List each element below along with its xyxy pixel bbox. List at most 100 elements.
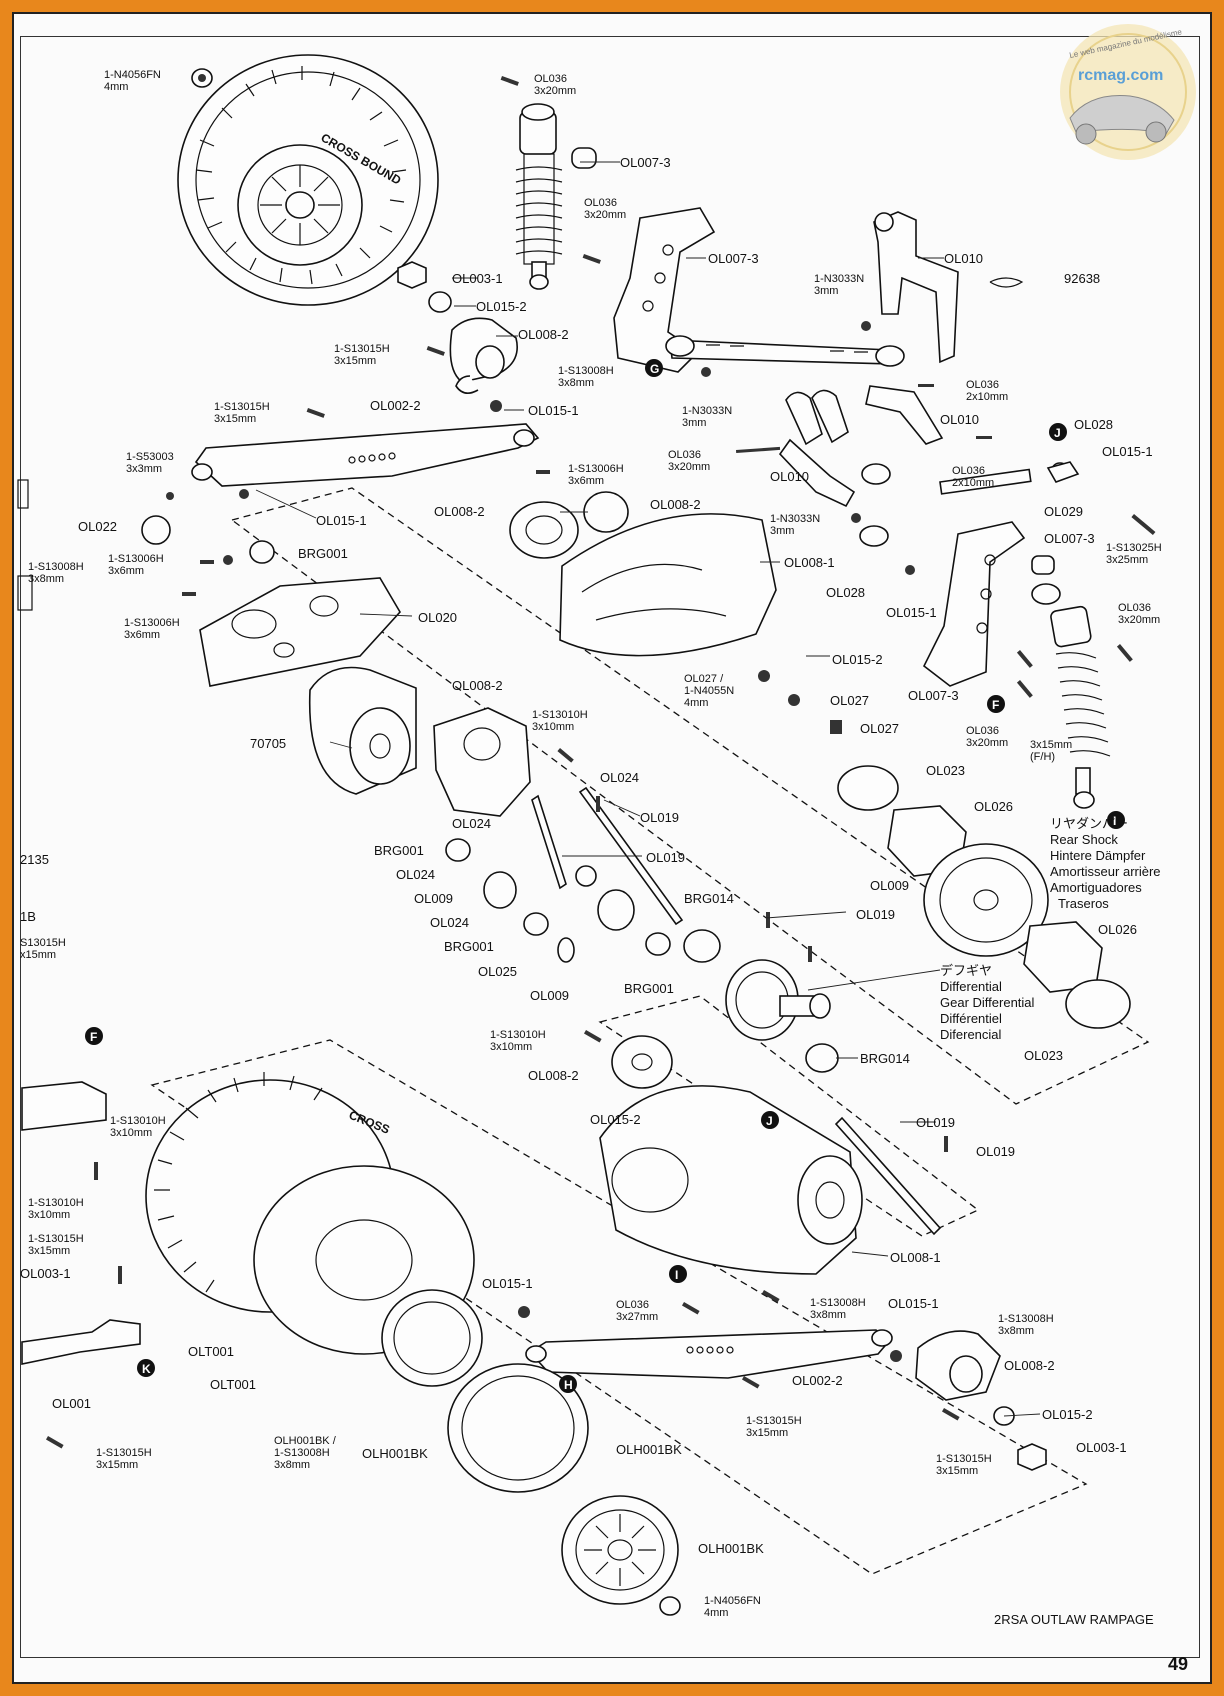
part-label: OL019	[976, 1144, 1015, 1159]
part-label: OL010	[770, 469, 809, 484]
page-number: 49	[1168, 1654, 1189, 1674]
part-label: OL015-2	[832, 652, 883, 667]
part-label: OLH001BK	[698, 1541, 764, 1556]
callout-f-left: F	[85, 1027, 103, 1045]
callout-j-top: J	[1049, 423, 1067, 441]
callout-j-low: J	[761, 1111, 779, 1129]
part-label: OL007-3	[708, 251, 759, 266]
part-label: OL024	[600, 770, 639, 785]
ol008-2-lower-cover	[611, 1035, 673, 1089]
part-label: OL022	[78, 519, 117, 534]
callout-g-top: G	[645, 359, 663, 377]
part-label: OL003-1	[1076, 1440, 1127, 1455]
part-label: OL019	[856, 907, 895, 922]
part-label: OL008-2	[1004, 1358, 1055, 1373]
svg-text:I: I	[1113, 814, 1116, 828]
diagram-frame	[20, 36, 1200, 1658]
part-label: OL028	[826, 585, 865, 600]
rcmag-watermark: rcmag.com Le web magazine du modélisme	[1060, 24, 1196, 160]
body-post-top	[873, 211, 1024, 364]
part-label: OL007-3	[620, 155, 671, 170]
part-label: OL027	[830, 693, 869, 708]
part-label: OL025	[478, 964, 517, 979]
part-label: OL015-1	[886, 605, 937, 620]
lower-arm-rear	[525, 1329, 1047, 1471]
svg-text:K: K	[142, 1362, 151, 1376]
part-label: 92638	[1064, 271, 1100, 286]
part-label: OL026	[1098, 922, 1137, 937]
gear-train	[445, 786, 721, 963]
ol008-2-motor-mount	[433, 707, 531, 817]
ol022-pinion-icon	[141, 515, 171, 545]
part-label: OL019	[646, 850, 685, 865]
part-label: OL015-2	[476, 299, 527, 314]
svg-text:I: I	[675, 1268, 678, 1282]
part-label: OLH001BK	[362, 1446, 428, 1461]
rear-shock-assembly	[1031, 555, 1111, 809]
wheel-nut-bottom-icon	[659, 1596, 681, 1616]
ol008-1-gear-cover	[559, 513, 777, 657]
watermark-text: rcmag.com	[1078, 67, 1163, 84]
part-label: OL019	[916, 1115, 955, 1130]
gearbox-lower	[599, 1035, 942, 1275]
motor-assembly	[141, 515, 531, 817]
ol024-shaft	[531, 794, 567, 890]
part-label: OL023	[926, 763, 965, 778]
svg-text:J: J	[766, 1114, 773, 1128]
part-label: BRG014	[684, 891, 734, 906]
chassis-left-fragments	[17, 479, 141, 1365]
bearing-icon	[428, 291, 452, 313]
part-label: OL028	[1074, 417, 1113, 432]
part-label: BRG001	[298, 546, 348, 561]
part-label: OLT001	[210, 1377, 256, 1392]
ol020-motor-plate	[199, 577, 401, 687]
part-label: OL024	[452, 816, 491, 831]
part-label: OL020	[418, 610, 457, 625]
part-label: OL008-2	[518, 327, 569, 342]
part-label: OL009	[870, 878, 909, 893]
ol009-idler-gear	[483, 871, 517, 909]
ol008-2-upper-cap	[583, 491, 629, 533]
ol009-spur-gear	[597, 889, 635, 931]
callout-k: K	[137, 1359, 155, 1377]
transmission-group-outline	[230, 487, 1150, 1105]
part-label: OL015-1	[528, 403, 579, 418]
ol010-right-mount	[865, 385, 944, 445]
hex-hub-icon	[397, 261, 427, 289]
part-label: OL008-1	[784, 555, 835, 570]
olh001bk-wheel-face	[561, 1495, 679, 1605]
assembly-dash-outlines	[150, 487, 1150, 1575]
screw-icons	[46, 76, 1156, 1449]
part-label: OL008-2	[650, 497, 701, 512]
ol023-plate-upper	[837, 765, 899, 811]
part-label: OL008-2	[528, 1068, 579, 1083]
part-label: OL008-1	[890, 1250, 941, 1265]
part-label: OL029	[1044, 504, 1083, 519]
callout-h: H	[559, 1375, 577, 1393]
part-label: OL027	[860, 721, 899, 736]
